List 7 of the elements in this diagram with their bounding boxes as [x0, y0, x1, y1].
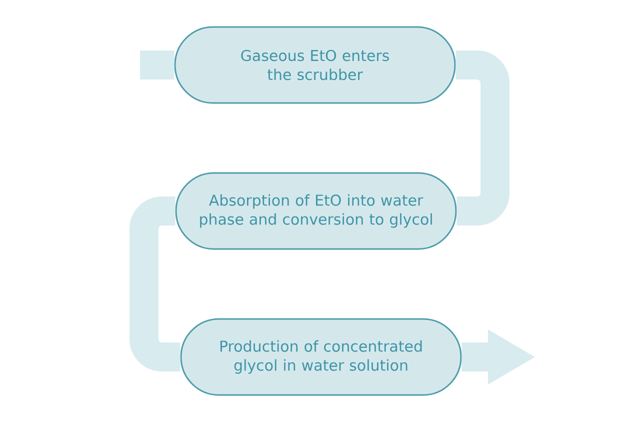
flow-band [130, 196, 180, 372]
process-box: Absorption of EtO into water phase and conversion to glycol [175, 172, 457, 250]
flow-arrow [462, 329, 535, 384]
flow-band [140, 50, 174, 80]
process-box: Production of concentrated glycol in water solution [180, 318, 462, 396]
process-box: Gaseous EtO enters the scrubber [174, 26, 456, 104]
flow-band [456, 50, 510, 226]
